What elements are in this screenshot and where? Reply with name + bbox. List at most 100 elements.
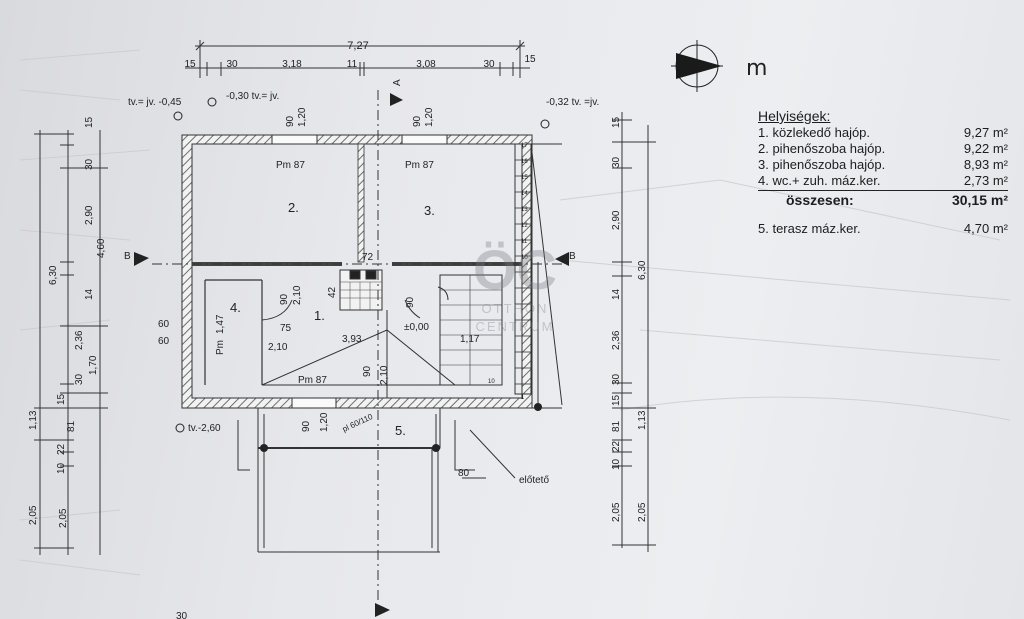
section-b-left-icon	[134, 252, 149, 266]
dim-top-seg: 11	[347, 59, 358, 70]
section-b-right-icon	[555, 252, 569, 266]
stair-step: 13	[521, 207, 528, 213]
north-arrow-icon	[671, 40, 723, 92]
legend-room-area: 9,22 m²	[963, 141, 1008, 156]
dim-left: 14	[84, 288, 95, 300]
dim-top-seg: 15	[184, 59, 196, 70]
legend-row: 3. pihenőszoba hajóp. 8,93 m²	[758, 157, 1008, 173]
dim-inner: 90	[279, 293, 290, 305]
window-type: 1,47	[215, 314, 226, 334]
dim-left: 10	[56, 462, 67, 474]
dim-inner: 90	[405, 296, 416, 308]
room-legend: Helyiségek: 1. közlekedő hajóp. 9,27 m² …	[758, 108, 1008, 236]
dim-inner: 2,10	[292, 285, 303, 305]
stair-step: 15	[521, 175, 528, 181]
window-labels: 90 1,20 90 1,20 Pm 87 Pm 87 Pm 87 Pm 1,4…	[215, 107, 435, 386]
section-a-bottom-icon	[375, 603, 390, 617]
dim-right: 14	[611, 288, 622, 300]
stair-step: 12	[521, 223, 528, 229]
left-dimension-labels: 15 30 2,90 14 2,36 30 1,70 15 1,13 22 10…	[28, 116, 107, 528]
stair-step: 10	[488, 379, 495, 385]
legend-room-area: 2,73 m²	[963, 173, 1008, 188]
window-type: Pm 87	[298, 375, 327, 386]
window-type: Pm 87	[276, 160, 305, 171]
window-dim: 1,20	[424, 107, 435, 127]
dim-right: 30	[611, 156, 622, 168]
level-right: -0,32 tv. =jv.	[546, 97, 599, 108]
north-label: m	[746, 56, 768, 81]
dim-right-total: 6,30	[637, 260, 648, 280]
legend-room-label: 2. pihenőszoba hajóp.	[758, 141, 886, 156]
legend-room-label: 4. wc.+ zuh. máz.ker.	[758, 173, 881, 188]
section-b-left-label: B	[124, 251, 131, 262]
window-dim: 90	[412, 115, 423, 127]
dim-right: 81	[611, 420, 622, 432]
watermark-logo: ÖC OTTHON CENTRUM	[470, 240, 560, 336]
left-dimension-chains	[34, 130, 108, 555]
dim-inner: 3,93	[342, 334, 362, 345]
legend-total-label: összesen:	[786, 192, 854, 208]
dim-left: 1,70	[88, 355, 99, 375]
legend-row: 4. wc.+ zuh. máz.ker. 2,73 m²	[758, 173, 1008, 189]
section-a-top-icon	[390, 93, 403, 106]
right-dimension-chains	[612, 112, 656, 552]
floor-level: ±0,00	[404, 322, 429, 333]
dim-top-seg: 15	[524, 54, 536, 65]
window-dim: 1,20	[297, 107, 308, 127]
stair-step: 16	[521, 159, 528, 165]
stair-step: 14	[521, 191, 528, 197]
dim-right: 10	[611, 458, 622, 470]
legend-terrace-area: 4,70 m²	[963, 221, 1008, 236]
stair-step: 17	[521, 143, 528, 149]
dim-right: 22	[611, 440, 622, 452]
dim-inner: 90	[301, 420, 312, 432]
dim-right-total: 2,05	[637, 502, 648, 522]
interior-lines	[152, 90, 565, 600]
legend-total: összesen: 30,15 m²	[758, 190, 1008, 209]
dim-right: 30	[611, 373, 622, 385]
legend-terrace: 5. terasz máz.ker. 4,70 m²	[758, 221, 1008, 236]
dim-inner: 42	[327, 286, 338, 298]
stair-step: 10	[521, 255, 528, 261]
room-3-label: 3.	[424, 203, 435, 218]
stair-step: 1	[521, 395, 525, 401]
legend-terrace-label: 5. terasz máz.ker.	[758, 221, 861, 236]
dim-left: 15	[56, 393, 67, 405]
watermark-name: OTTHON CENTRUM	[475, 301, 555, 334]
canopy-dim: 80	[458, 468, 470, 479]
dim-top-seg: 30	[483, 59, 495, 70]
dim-left: 22	[56, 443, 67, 455]
right-dimension-labels: 15 30 2,90 14 2,36 30 15 81 22 10 2,05 6…	[611, 116, 648, 522]
top-dimension-chain	[185, 40, 530, 78]
level-markers	[173, 97, 550, 433]
dim-inner: 60	[158, 319, 170, 330]
level-mid: -0,30 tv.= jv.	[226, 91, 279, 102]
window-dim: 90	[285, 115, 296, 127]
dim-inner: 90	[362, 365, 373, 377]
watermark-logo-mark: ÖC	[473, 238, 557, 301]
inner-dimensions: 72 42 90 2,10 90 60 60 75 2,10 3,93 ±0,0…	[158, 252, 480, 434]
window-type: Pm 87	[405, 160, 434, 171]
dim-top-total: 7,27	[347, 40, 368, 52]
dim-inner: 75	[280, 323, 292, 334]
dim-top-seg: 3,08	[416, 59, 436, 70]
dim-inner: 72	[362, 252, 374, 263]
dim-right-total: 1,13	[637, 410, 648, 430]
dim-top-seg: 30	[226, 59, 238, 70]
legend-total-area: 30,15 m²	[951, 192, 1008, 208]
stair-step: 11	[521, 239, 528, 245]
stair-numbers: 17 16 15 14 13 12 11 10 1 10	[488, 143, 528, 401]
dim-left: 1,13	[28, 410, 39, 430]
dim-top-seg: 3,18	[282, 59, 302, 70]
room-5-label: 5.	[395, 423, 406, 438]
level-left: tv.= jv. -0,45	[128, 97, 182, 108]
legend-room-area: 8,93 m²	[963, 157, 1008, 172]
room-4-label: 4.	[230, 300, 241, 315]
dim-right: 15	[611, 116, 622, 128]
legend-row: 1. közlekedő hajóp. 9,27 m²	[758, 125, 1008, 141]
terrace-posts	[260, 403, 542, 452]
dim-right: 2,36	[611, 330, 622, 350]
dim-left: 30	[84, 158, 95, 170]
